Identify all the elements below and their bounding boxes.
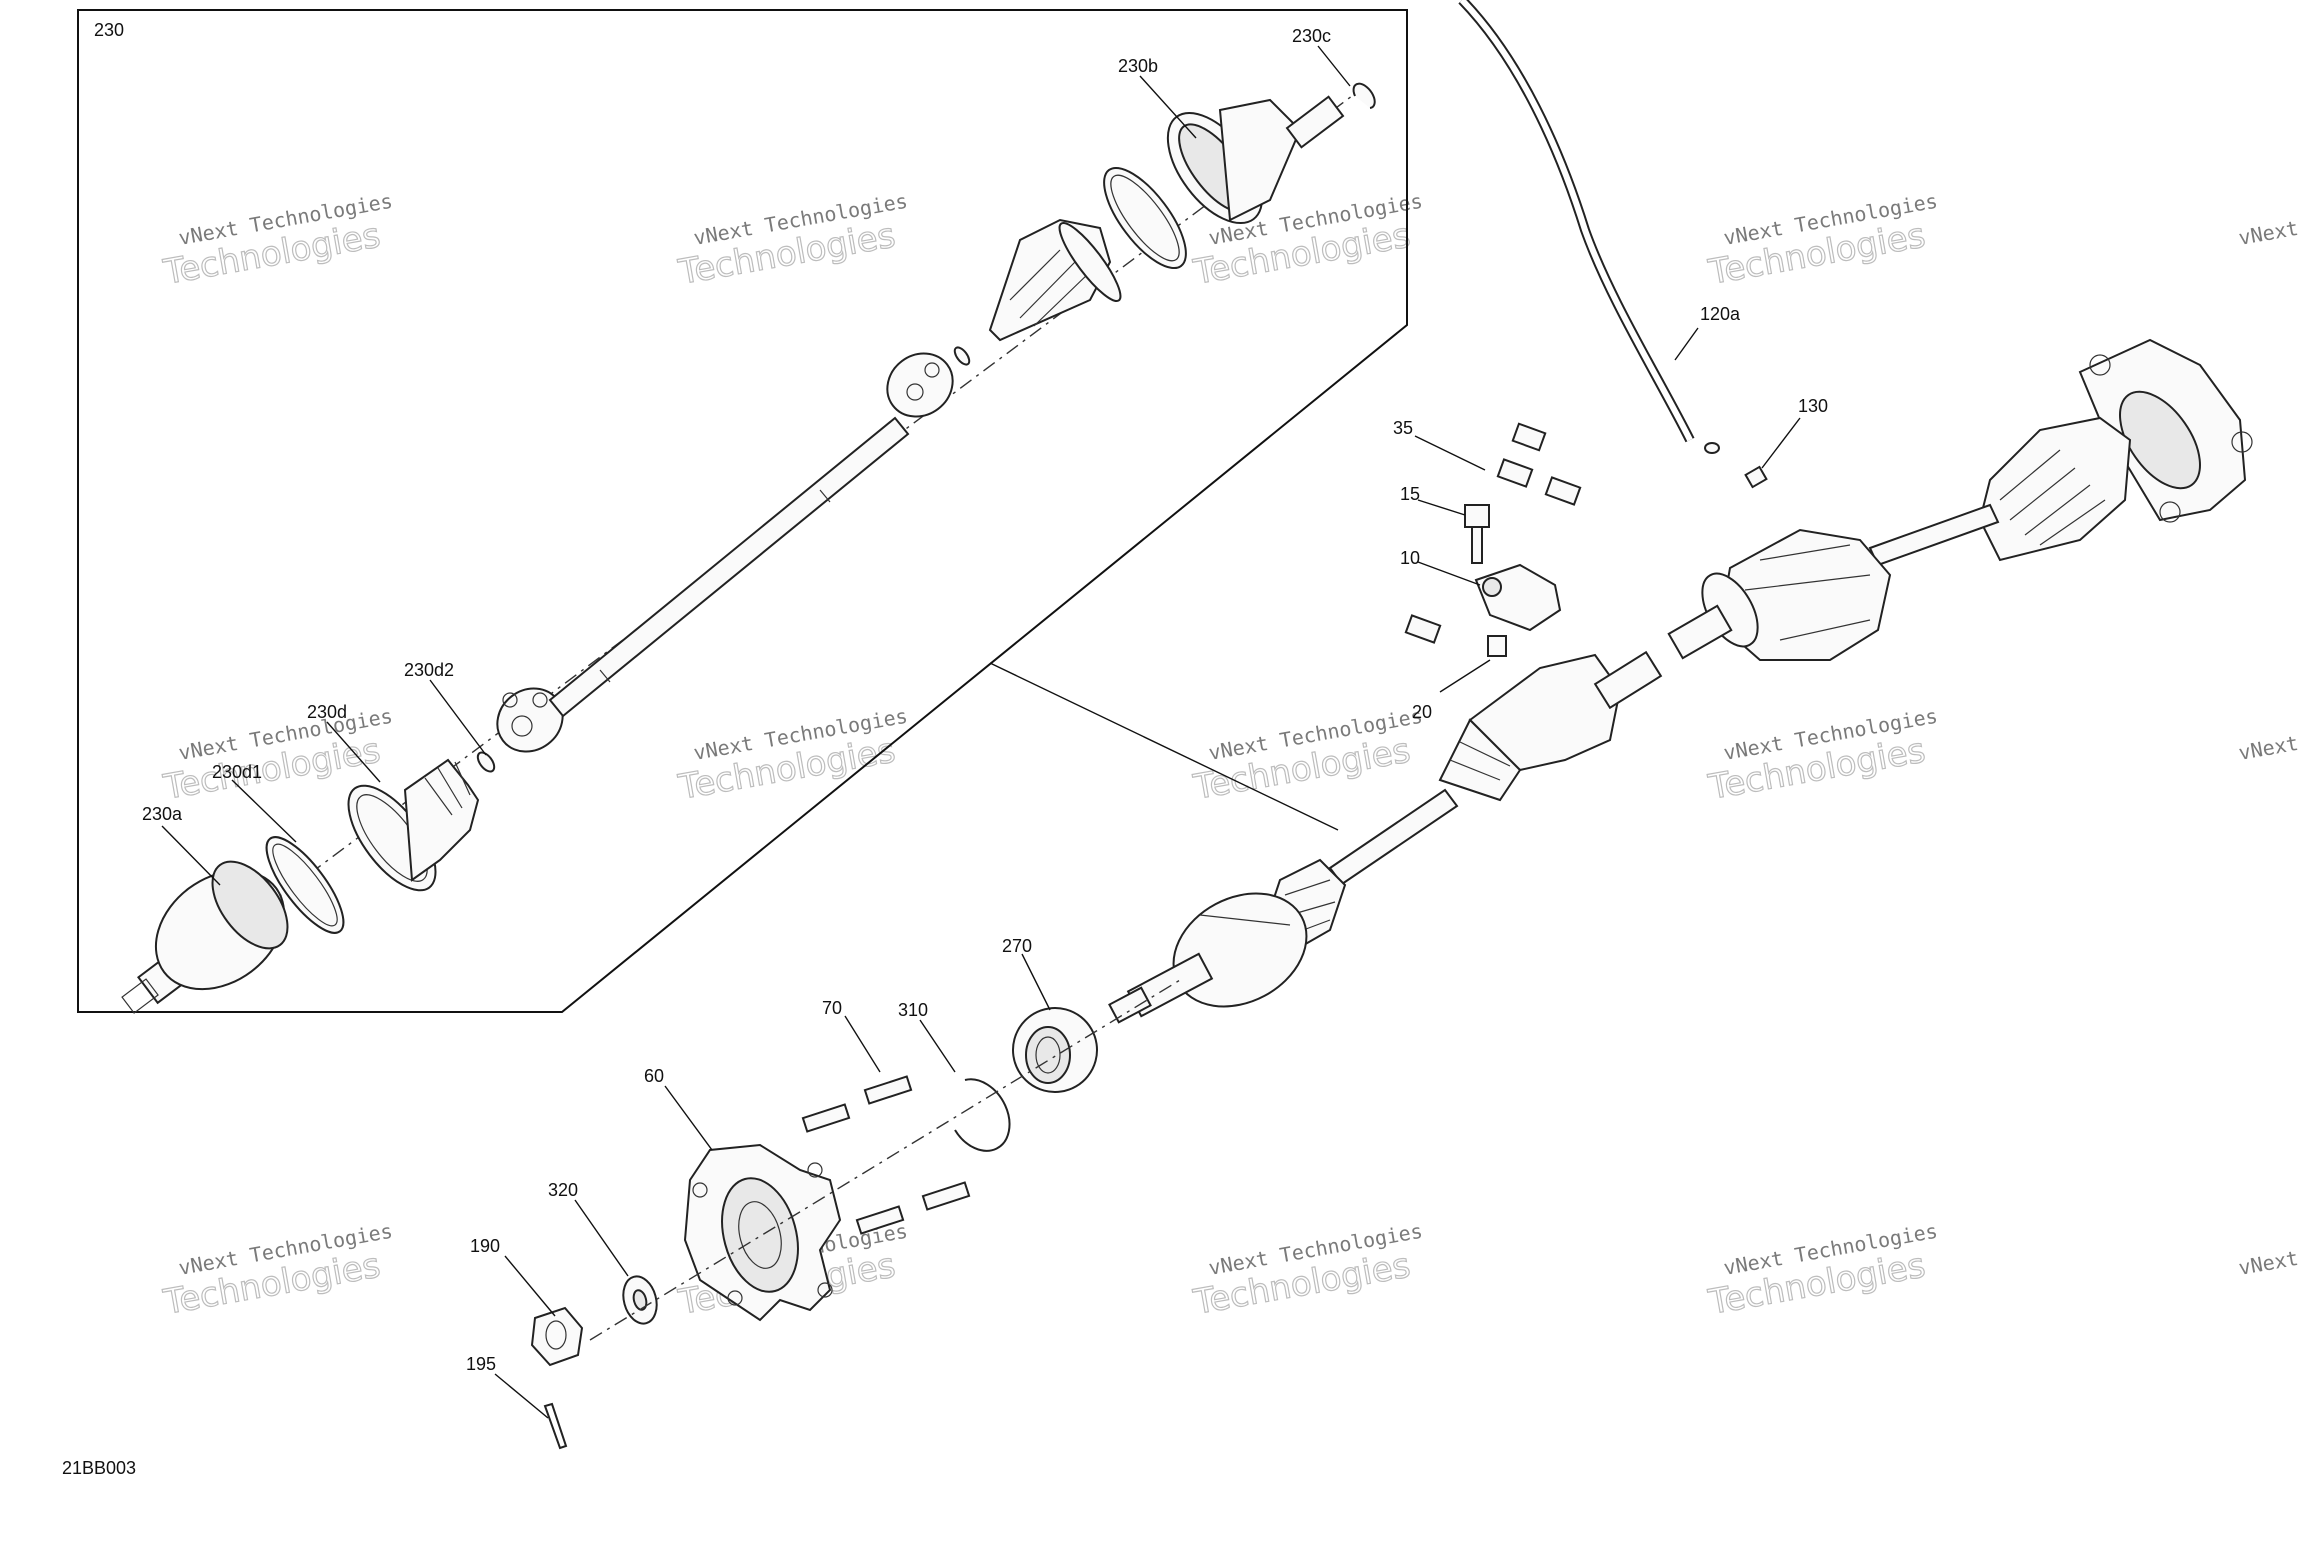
cv-boot-230d[interactable] — [332, 758, 480, 904]
inset-axle-shaft[interactable] — [548, 416, 910, 718]
inner-tripod-joint[interactable] — [485, 676, 575, 765]
outer-tripod-joint[interactable] — [875, 341, 965, 430]
nut-leader — [1439, 659, 1491, 693]
stud-leader — [844, 1015, 881, 1073]
callout-320: 320 — [548, 1180, 578, 1200]
pin-leader — [494, 1373, 549, 1419]
inset-label: 230 — [94, 20, 124, 40]
callout-195: 195 — [466, 1354, 496, 1374]
inset-frame — [77, 9, 1408, 1013]
pinch-clamp-10[interactable] — [1474, 563, 1562, 632]
inner-cv-housing-center[interactable] — [1468, 650, 1663, 772]
tripod-snap-ring[interactable] — [952, 345, 972, 367]
bolt-15-leader — [1417, 499, 1466, 516]
snap-ring-230d2[interactable] — [475, 750, 498, 775]
watermark-text: vNext Technologies — [2237, 189, 2304, 250]
nut-190-leader — [504, 1255, 556, 1317]
nut-20[interactable] — [1487, 635, 1507, 657]
callout-230c: 230c — [1292, 26, 1331, 46]
callout-120a: 120a — [1700, 304, 1741, 324]
callout-15: 15 — [1400, 484, 1420, 504]
hose-clamp-130[interactable] — [1744, 465, 1768, 489]
callout-230a: 230a — [142, 804, 183, 824]
callout-70: 70 — [822, 998, 842, 1018]
washer-leader — [574, 1199, 629, 1277]
main-axle-shaft[interactable] — [1328, 788, 1459, 886]
clamp-leader — [1761, 417, 1801, 469]
inner-cv-housing-right[interactable] — [1667, 528, 1892, 661]
inner-cv-boot-center[interactable] — [1438, 718, 1522, 802]
ring-leader — [919, 1019, 956, 1073]
callout-130: 130 — [1798, 396, 1828, 416]
castle-nut-190[interactable] — [530, 1306, 584, 1367]
bolt-35[interactable] — [1404, 422, 1582, 644]
watermark-text: vNext Technologies — [2237, 704, 2304, 765]
callout-230d1: 230d1 — [212, 762, 262, 782]
outer-cv-boot-right[interactable] — [1978, 416, 2132, 562]
drive-flange[interactable] — [2078, 338, 2253, 523]
outer-cv-joint-center[interactable] — [1108, 871, 1326, 1029]
washer-320[interactable] — [618, 1273, 661, 1328]
watermark-text: vNext Technologies — [2237, 1219, 2304, 1280]
bolt-15[interactable] — [1464, 504, 1490, 564]
clamp-10-leader — [1417, 561, 1481, 586]
callout-230d: 230d — [307, 702, 347, 722]
inset-leader-line — [989, 662, 1339, 831]
breather-hose-120a[interactable] — [1458, 0, 1720, 454]
cotter-pin-195[interactable] — [543, 1402, 568, 1450]
callout-60: 60 — [644, 1066, 664, 1086]
circlip-230c[interactable] — [1352, 82, 1376, 109]
wheel-hub-60[interactable] — [683, 1143, 842, 1322]
callout-230d2: 230d2 — [404, 660, 454, 680]
outer-cv-joint-230a[interactable] — [121, 846, 307, 1014]
callout-190: 190 — [470, 1236, 500, 1256]
boot-clamp-230d1[interactable] — [254, 827, 356, 944]
wheel-bearing-270[interactable] — [998, 993, 1113, 1108]
right-axle-shaft[interactable] — [1868, 503, 2000, 567]
inset-callouts: 230a 230d1 230d 230d2 230b 230c — [142, 26, 1351, 886]
hub-leader — [664, 1085, 713, 1151]
callout-270: 270 — [1002, 936, 1032, 956]
boot-clamp-230b[interactable] — [1090, 156, 1201, 281]
callout-230b: 230b — [1118, 56, 1158, 76]
drawing-code: 21BB003 — [62, 1458, 136, 1478]
bolt-leader — [1414, 435, 1486, 471]
inner-cv-housing[interactable] — [1149, 95, 1345, 239]
bearing-leader — [1021, 953, 1051, 1011]
callout-35: 35 — [1393, 418, 1413, 438]
callout-10: 10 — [1400, 548, 1420, 568]
inner-cv-boot[interactable] — [988, 216, 1128, 342]
wheel-stud-70[interactable] — [801, 1075, 971, 1235]
hose-leader — [1674, 327, 1699, 361]
callout-20: 20 — [1412, 702, 1432, 722]
callout-310: 310 — [898, 1000, 928, 1020]
retaining-ring-310[interactable] — [954, 1078, 1011, 1152]
